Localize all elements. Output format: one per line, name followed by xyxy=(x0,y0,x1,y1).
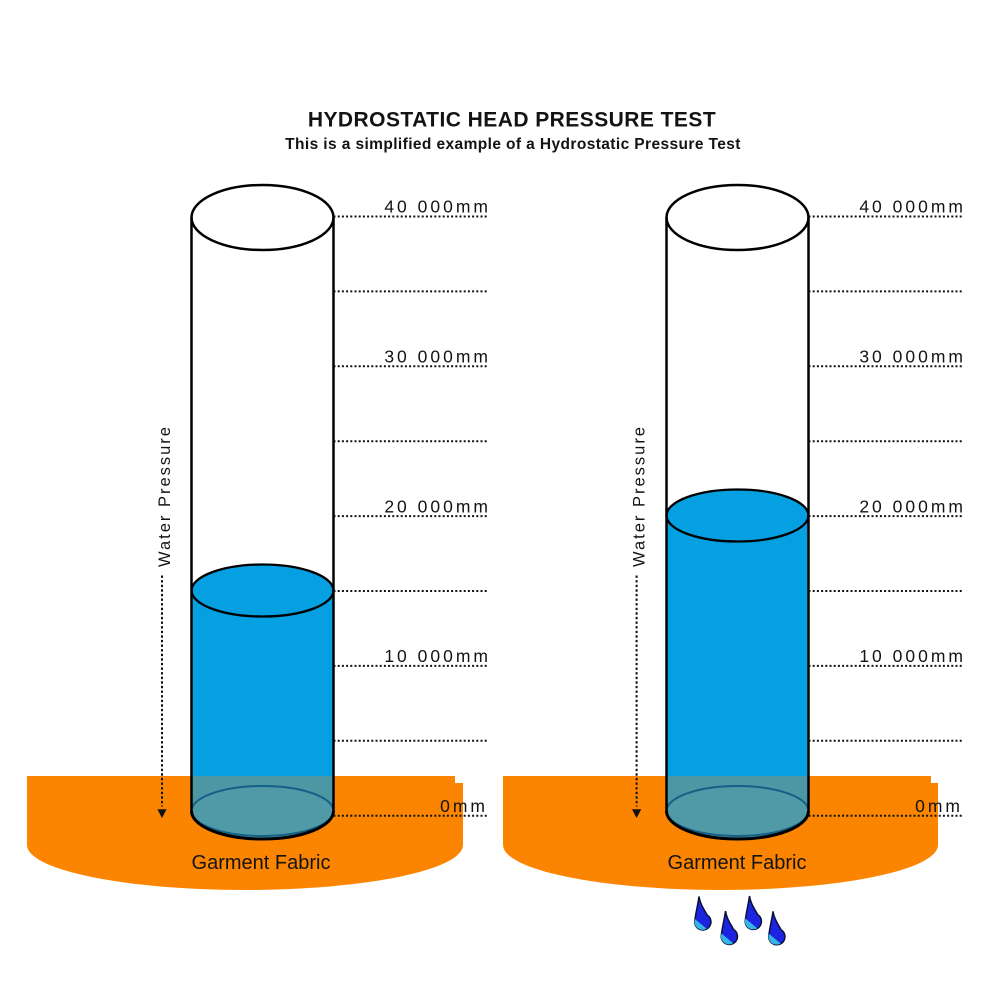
svg-text:Garment Fabric: Garment Fabric xyxy=(192,852,331,874)
svg-text:30 000mm: 30 000mm xyxy=(384,347,491,367)
svg-text:This is a simplified example o: This is a simplified example of a Hydros… xyxy=(285,136,741,153)
svg-text:20 000mm: 20 000mm xyxy=(859,496,966,516)
svg-text:40 000mm: 40 000mm xyxy=(859,197,966,217)
svg-text:Garment Fabric: Garment Fabric xyxy=(668,852,807,874)
svg-text:0mm: 0mm xyxy=(915,796,963,816)
svg-text:40 000mm: 40 000mm xyxy=(384,197,491,217)
svg-text:Water Pressure: Water Pressure xyxy=(156,425,174,567)
svg-text:30 000mm: 30 000mm xyxy=(859,347,966,367)
svg-text:20 000mm: 20 000mm xyxy=(384,496,491,516)
svg-text:10 000mm: 10 000mm xyxy=(859,646,966,666)
svg-text:10 000mm: 10 000mm xyxy=(384,646,491,666)
svg-text:Water Pressure: Water Pressure xyxy=(631,425,649,567)
svg-text:0mm: 0mm xyxy=(440,796,488,816)
svg-text:HYDROSTATIC HEAD PRESSURE TEST: HYDROSTATIC HEAD PRESSURE TEST xyxy=(308,109,716,132)
